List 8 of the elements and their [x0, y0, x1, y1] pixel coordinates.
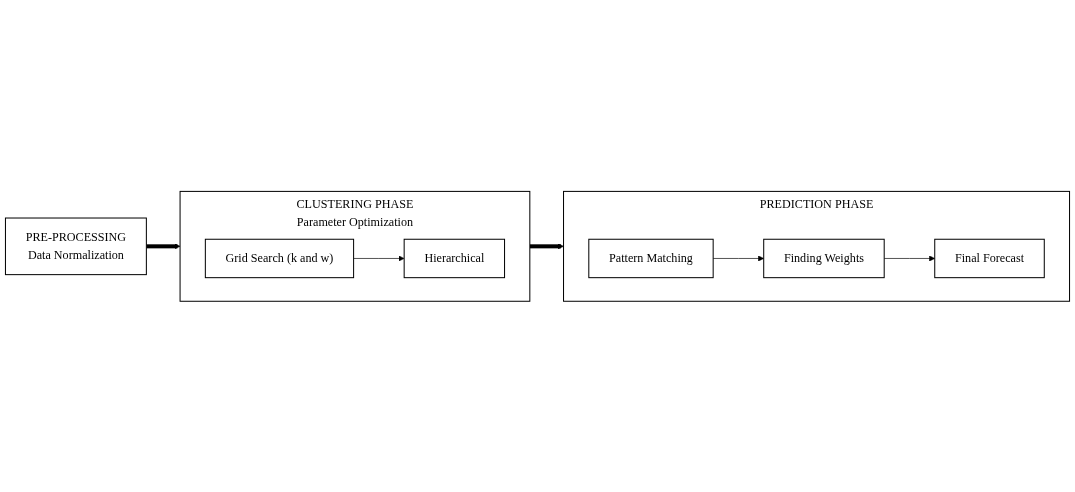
arrow — [146, 243, 181, 249]
node-box: Hierarchical — [403, 238, 506, 278]
node-box: Pattern Matching — [588, 238, 714, 278]
arrow — [529, 243, 564, 249]
node-box: Finding Weights — [763, 238, 885, 278]
node-box: PRE-PROCESSING Data Normalization — [4, 217, 147, 275]
node-box: Final Forecast — [934, 238, 1045, 278]
node-box: Grid Search (k and w) — [204, 238, 355, 278]
